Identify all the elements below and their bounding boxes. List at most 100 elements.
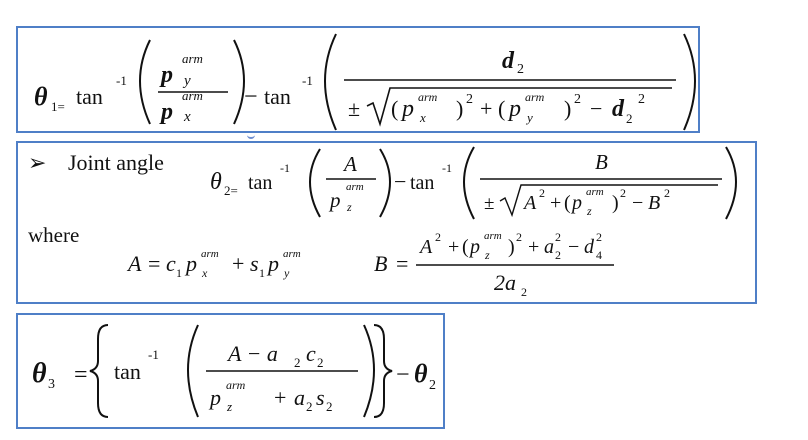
paren-open-b: ( (498, 96, 505, 121)
pz-root-p: p (570, 192, 582, 214)
plus-minus-sign: ± (348, 96, 360, 121)
x-subscript: x (183, 109, 191, 125)
theta3-minus: − (396, 362, 410, 388)
pz-denominator: p (328, 188, 341, 212)
d-denominator-exponent: 2 (638, 92, 645, 107)
selection-handle-mark (247, 133, 255, 139)
B-denominator-sub: 2 (521, 285, 527, 299)
B-definition-lhs: B (374, 251, 387, 276)
py-def-p: p (266, 251, 279, 276)
left-paren-2 (324, 33, 337, 131)
tan-label-5: tan (114, 359, 141, 384)
B-num-plus2: + (528, 236, 539, 258)
B-num-paren-close: ) (508, 236, 515, 258)
theta1-equation: θ 1= tan -1 p arm y p arm x − tan -1 d 2… (34, 33, 696, 131)
B-num-plus1: + (448, 236, 459, 258)
theta2-equation: ➢ Joint angle θ 2= tan -1 A p arm z − ta… (28, 146, 737, 299)
left-paren-5 (187, 324, 199, 418)
equation-box-theta1: θ 1= tan -1 p arm y p arm x − tan -1 d 2… (16, 26, 700, 133)
c1-subscript: 1 (176, 266, 182, 280)
right-paren-2 (683, 33, 696, 131)
square-exponent-a: 2 (466, 92, 473, 107)
pz-root-z: z (586, 204, 592, 218)
py-term-y: y (525, 110, 533, 125)
theta2-subscript: 2= (224, 183, 238, 198)
B-num-minus: − (568, 236, 579, 258)
theta1-subscript: 1= (51, 99, 65, 114)
arrow-bullet-icon: ➢ (28, 151, 46, 176)
theta-symbol: θ (34, 82, 48, 111)
inverse-superscript-3: -1 (280, 161, 290, 175)
B-num-p-exp: 2 (516, 230, 522, 244)
equation-box-theta3: θ 3 = { tan -1 A − a 2 c 2 p arm z + a 2… (16, 313, 445, 429)
px-term-p: p (400, 96, 414, 122)
A-definition-lhs: A (126, 251, 142, 276)
arm-superscript-num: arm (182, 51, 203, 66)
s1-subscript: 1 (259, 266, 265, 280)
B-num-A-exp: 2 (435, 230, 441, 244)
p-numerator: p (159, 62, 173, 88)
d-subscript-2: 2 (517, 62, 524, 77)
B-num-a-exp: 2 (555, 230, 561, 244)
tan-label-4: tan (410, 172, 434, 194)
tan-label-3: tan (248, 172, 272, 194)
A-in-root: A (522, 192, 537, 214)
py-term-arm: arm (525, 90, 545, 104)
px-term-arm: arm (418, 90, 438, 104)
theta3-numerator: A − a (226, 341, 278, 366)
where-label: where (28, 223, 79, 247)
B-num-paren-open: ( (462, 236, 469, 258)
square-exponent-b: 2 (574, 92, 581, 107)
py-term-p: p (507, 96, 521, 122)
minus-sign-3: − (394, 169, 406, 194)
A-numerator: A (342, 152, 357, 176)
inverse-superscript-1: -1 (116, 73, 127, 88)
right-paren-5 (363, 324, 375, 418)
d-denominator-subscript: 2 (626, 111, 633, 126)
sqrt-symbol-2 (499, 184, 718, 218)
B-num-d-sub: 4 (596, 248, 602, 262)
equals-sign-B: = (396, 251, 408, 276)
theta3-num-c: c (306, 341, 316, 366)
B-num-a-sub: 2 (555, 248, 561, 262)
d-denominator: d (612, 96, 625, 122)
pz-z: z (346, 200, 352, 214)
theta3-den-z: z (226, 399, 232, 414)
arm-superscript-den: arm (182, 88, 203, 103)
sqrt-symbol-1 (366, 87, 672, 127)
theta3-equation: θ 3 = { tan -1 A − a 2 c 2 p arm z + a 2… (32, 324, 436, 418)
c1-term: c (166, 251, 176, 276)
B-in-root: B (648, 192, 660, 214)
right-paren-4 (725, 146, 737, 220)
left-brace (89, 324, 109, 418)
theta3-den-plus: + (274, 385, 286, 410)
left-paren-3 (309, 148, 321, 218)
B-num-z: z (484, 248, 490, 262)
right-paren-3 (379, 148, 391, 218)
left-paren-1 (139, 39, 151, 125)
px-term-x: x (419, 110, 426, 125)
paren-close-c: ) (612, 192, 619, 214)
B-num-arm: arm (484, 230, 502, 242)
paren-open-a: ( (391, 96, 398, 121)
paren-close-a: ) (456, 96, 463, 121)
pz-root-exponent: 2 (620, 186, 626, 200)
equation-box-theta2: ➢ Joint angle θ 2= tan -1 A p arm z − ta… (16, 141, 757, 304)
B-denominator: 2a (494, 270, 516, 295)
equals-sign-A: = (148, 251, 160, 276)
inverse-superscript-2: -1 (302, 73, 313, 88)
minus-sign-1: − (244, 84, 258, 110)
theta3-num-c-sub: 2 (317, 355, 324, 370)
paren-open-c: ( (564, 192, 571, 214)
theta2-ref-symbol: θ (414, 359, 428, 388)
plus-sign-a: + (480, 96, 492, 121)
minus-sign-2: − (590, 96, 602, 121)
px-def-arm: arm (201, 248, 219, 260)
plus-sign-c: + (232, 251, 244, 276)
theta3-den-a-sub: 2 (306, 399, 313, 414)
theta3-num-a-sub: 2 (294, 355, 301, 370)
s1-term: s (250, 251, 259, 276)
px-def-p: p (184, 251, 197, 276)
px-def-x: x (201, 266, 208, 280)
right-paren-1 (233, 39, 245, 125)
